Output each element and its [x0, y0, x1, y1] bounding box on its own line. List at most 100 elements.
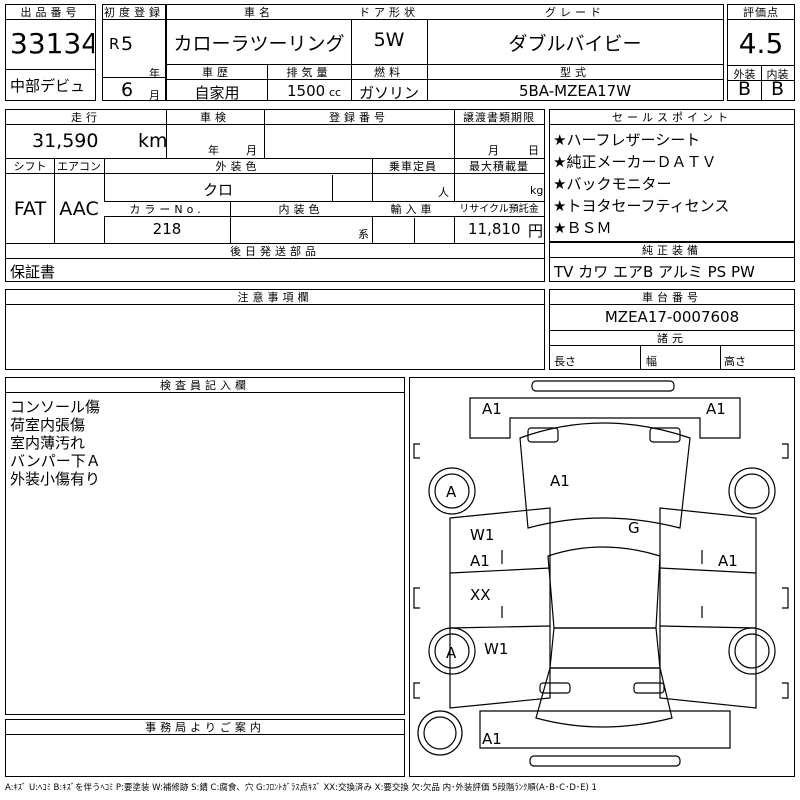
- sales-point-item: ★純正メーカーＤＡＴＶ: [553, 153, 717, 171]
- chassis-label: 車台番号: [550, 290, 794, 305]
- damage-mark-front-left: A1: [482, 400, 502, 418]
- origin-note: 中部デビュ: [10, 77, 86, 95]
- displacement-value: 1500: [287, 82, 326, 100]
- damage-mark-front-right: A1: [706, 400, 726, 418]
- inspector-label: 検査員記入欄: [6, 378, 404, 393]
- width-label: 幅: [646, 355, 657, 368]
- lot-number: 33134: [10, 27, 94, 60]
- inspector-line: コンソール傷: [10, 398, 101, 416]
- model-label: 型式: [427, 65, 723, 80]
- history-label: 車歴: [167, 65, 267, 80]
- legend-text: A:ｷｽﾞ U:ﾍｺﾐ B:ｷｽﾞを伴うﾍｺﾐ P:要塗装 W:補修跡 S:錆 …: [5, 783, 597, 793]
- door-label: ドア形状: [351, 5, 427, 20]
- transfer-label: 譲渡書類期限: [454, 110, 544, 125]
- model-value: 5BA-MZEA17W: [518, 82, 632, 100]
- int-color-unit: 系: [358, 228, 369, 241]
- damage-diagram: A1 A1 A1 A G W1 A1 A1 XX A W1 A1: [409, 377, 795, 777]
- damage-mark-quarter-rl: W1: [484, 640, 508, 658]
- year-unit: 年: [149, 67, 160, 80]
- damage-mark-door-fr: A1: [718, 552, 738, 570]
- int-color-label: 内装色: [230, 202, 372, 217]
- reg-no-label: 登録番号: [264, 110, 454, 125]
- office-block: 事務局よりご案内: [5, 719, 405, 777]
- transfer-day-unit: 日: [528, 144, 539, 157]
- grade-label: グレード: [427, 5, 723, 20]
- damage-mark-door-fl-2: A1: [470, 552, 490, 570]
- notes-block: 注意事項欄: [5, 289, 545, 370]
- shift-label: シフト: [6, 159, 54, 174]
- sales-points-block: セールスポイント ★ハーフレザーシート ★純正メーカーＤＡＴＶ ★バックモニター…: [549, 109, 795, 242]
- door-value: 5W: [373, 29, 405, 51]
- inspector-line: 室内薄汚れ: [10, 434, 86, 452]
- shipping-value: 保証書: [10, 263, 56, 281]
- fuel-value: ガソリン: [358, 84, 419, 102]
- insp-month-unit: 月: [246, 144, 257, 157]
- score-label: 評価点: [728, 5, 794, 20]
- sales-point-item: ★ＢＳＭ: [553, 219, 612, 237]
- recycle-label: リサイクル預託金: [454, 202, 544, 217]
- fuel-label: 燃料: [351, 65, 427, 80]
- vehicle-block: 車名 ドア形状 グレード カローラツーリング 5W ダブルバイビー 車歴 排気量…: [166, 4, 724, 102]
- reg-year: 5: [121, 33, 134, 55]
- sales-point-item: ★ハーフレザーシート: [553, 131, 701, 149]
- recycle-value: 11,810: [468, 220, 521, 238]
- damage-mark-windshield: G: [628, 519, 640, 537]
- ext-label: 外装: [733, 68, 756, 81]
- ext-color-label: 外装色: [104, 159, 372, 174]
- office-label: 事務局よりご案内: [6, 720, 404, 735]
- height-label: 高さ: [724, 355, 746, 368]
- inspector-line: 外装小傷有り: [10, 470, 101, 488]
- mileage-unit: km: [138, 130, 168, 152]
- capacity-label: 乗車定員: [372, 159, 454, 174]
- ext-color-value: クロ: [202, 181, 233, 199]
- max-load-unit: kg: [530, 184, 544, 197]
- ac-label: エアコン: [54, 159, 104, 174]
- grade-value: ダブルバイビー: [508, 33, 642, 55]
- inspection-label: 車検: [166, 110, 264, 125]
- ac-value: AAC: [59, 198, 99, 220]
- first-reg-label: 初度登録: [103, 5, 165, 20]
- damage-mark-wheel-rl: A: [446, 644, 457, 662]
- car-name: カローラツーリング: [173, 33, 345, 55]
- shift-value: FAT: [13, 198, 47, 220]
- chassis-block: 車台番号 MZEA17-0007608 諸元 長さ 幅 高さ: [549, 289, 795, 370]
- lot-block: 出品番号 33134 中部デビュ: [5, 4, 96, 101]
- notes-label: 注意事項欄: [6, 290, 544, 305]
- lot-label: 出品番号: [6, 5, 95, 20]
- shipping-label: 後日発送部品: [6, 244, 544, 259]
- spec-grid: 走行 車検 登録番号 譲渡書類期限 31,590 km 年 月 月 日 シフト …: [5, 109, 545, 282]
- import-label: 輸入車: [372, 202, 454, 217]
- displacement-label: 排気量: [267, 65, 351, 80]
- equipment-block: 純正装備 TV カワ エアB アルミ PS PW: [549, 242, 795, 282]
- inspector-block: 検査員記入欄 コンソール傷 荷室内張傷 室内薄汚れ バンパー下Ａ 外装小傷有り: [5, 377, 405, 715]
- inspector-line: 荷室内張傷: [10, 416, 86, 434]
- equipment-value: TV カワ エアB アルミ PS PW: [554, 263, 755, 281]
- score-value: 4.5: [738, 27, 784, 60]
- color-no-label: カラーNo.: [104, 202, 230, 217]
- sales-point-item: ★バックモニター: [553, 175, 672, 193]
- sales-points-label: セールスポイント: [550, 110, 794, 125]
- car-diagram-svg: A1 A1 A1 A G W1 A1 A1 XX A W1 A1: [413, 380, 789, 767]
- era: R: [109, 35, 120, 53]
- int-grade: B: [770, 78, 785, 100]
- dims-label: 諸元: [550, 331, 794, 346]
- max-load-label: 最大積載量: [454, 159, 544, 174]
- ext-grade: B: [737, 78, 752, 100]
- equipment-label: 純正装備: [550, 243, 794, 258]
- recycle-unit: 円: [528, 222, 544, 240]
- chassis-value: MZEA17-0007608: [604, 308, 740, 326]
- capacity-unit: 人: [438, 186, 449, 199]
- insp-year-unit: 年: [208, 144, 219, 157]
- damage-mark-door-rl: XX: [470, 586, 491, 604]
- month-unit: 月: [149, 89, 160, 102]
- color-no-value: 218: [152, 220, 182, 238]
- score-block: 評価点 4.5 外装 内装 B B: [727, 4, 795, 101]
- transfer-month-unit: 月: [488, 144, 499, 157]
- reg-month: 6: [121, 79, 134, 101]
- length-label: 長さ: [554, 355, 576, 368]
- car-name-label: 車名: [167, 5, 351, 20]
- sales-point-item: ★トヨタセーフティセンス: [553, 197, 730, 215]
- int-label: 内装: [766, 68, 789, 81]
- mileage-value: 31,590: [32, 130, 99, 152]
- damage-mark-door-fl: W1: [470, 526, 494, 544]
